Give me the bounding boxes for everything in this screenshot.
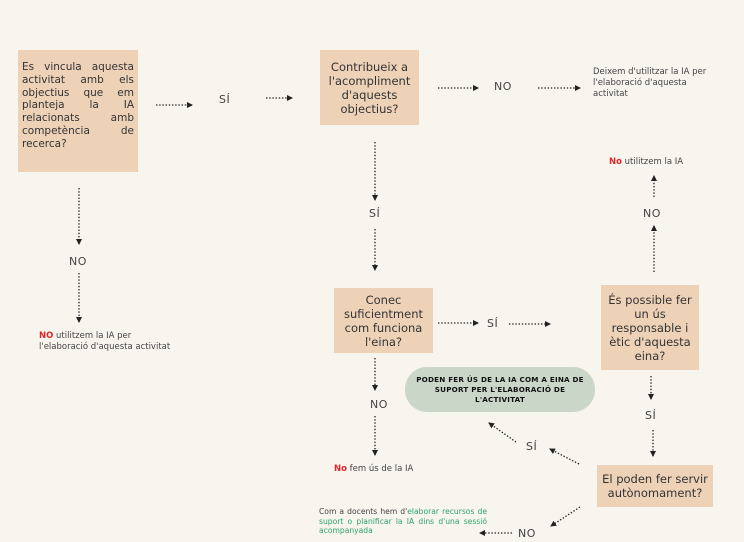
label-si-ethics: SÍ [645,409,657,422]
outcome-no-use-top-bold: No [609,157,622,167]
arrow-q5-to-si [549,448,580,465]
outcome-stop-use: Deixem d'utilitzar la IA per l'elaboraci… [593,67,707,99]
question-box-objectives: Es vincula aquesta activitat amb els obj… [18,50,138,172]
label-si-knowledge: SÍ [487,317,499,330]
label-si-contribution: SÍ [369,207,381,220]
outcome-no-use-left-bold: NO [39,331,54,341]
label-si-objectives: SÍ [219,93,231,106]
outcome-no-use-top: No utilitzem la IA [609,157,719,168]
outcome-no-use-tool-rest: fem ús de la IA [346,464,414,474]
question-text-autonomy: El poden fer servir autònomament? [602,472,708,500]
outcome-teachers-prefix: Com a docents hem d' [319,507,408,516]
outcome-no-use-top-rest: utilitzem la IA [621,157,684,167]
outcome-can-use-pill: PODEN FER ÚS DE LA IA COM A EINA DE SUPO… [405,367,595,412]
question-box-knowledge: Conec suficientment com funciona l'eina? [334,288,433,353]
outcome-teachers: Com a docents hem d'elaborar recursos de… [319,507,487,536]
question-box-contribution: Contribueix a l'acompliment d'aquests ob… [320,50,419,125]
outcome-no-use-left-rest: utilitzem la IA per l'elaboració d'aques… [39,331,171,352]
outcome-teachers-green: elaborar recursos de suport o planificar… [319,507,487,535]
label-no-contribution: NO [494,80,512,93]
label-no-autonomy: NO [518,527,536,540]
question-text-contribution: Contribueix a l'acompliment d'aquests ob… [328,59,411,116]
outcome-can-use-text: PODEN FER ÚS DE LA IA COM A EINA DE SUPO… [416,374,584,404]
label-no-ethics: NO [643,207,661,220]
label-si-autonomy: SÍ [526,440,538,453]
question-text-knowledge: Conec suficientment com funciona l'eina? [344,292,423,349]
label-no-knowledge: NO [370,398,388,411]
question-text-ethics: És possible fer un ús responsable i ètic… [608,292,692,363]
outcome-no-use-tool: No fem ús de la IA [334,464,464,475]
outcome-no-use-tool-bold: No [334,464,347,474]
question-box-ethics: És possible fer un ús responsable i ètic… [601,285,699,370]
arrow-q5-to-no [550,506,581,527]
question-box-autonomy: El poden fer servir autònomament? [597,465,713,507]
outcome-no-use-left: NO utilitzem la IA per l'elaboració d'aq… [39,331,179,353]
label-no-objectives: NO [69,255,87,268]
arrow-si-to-pill [488,422,517,443]
